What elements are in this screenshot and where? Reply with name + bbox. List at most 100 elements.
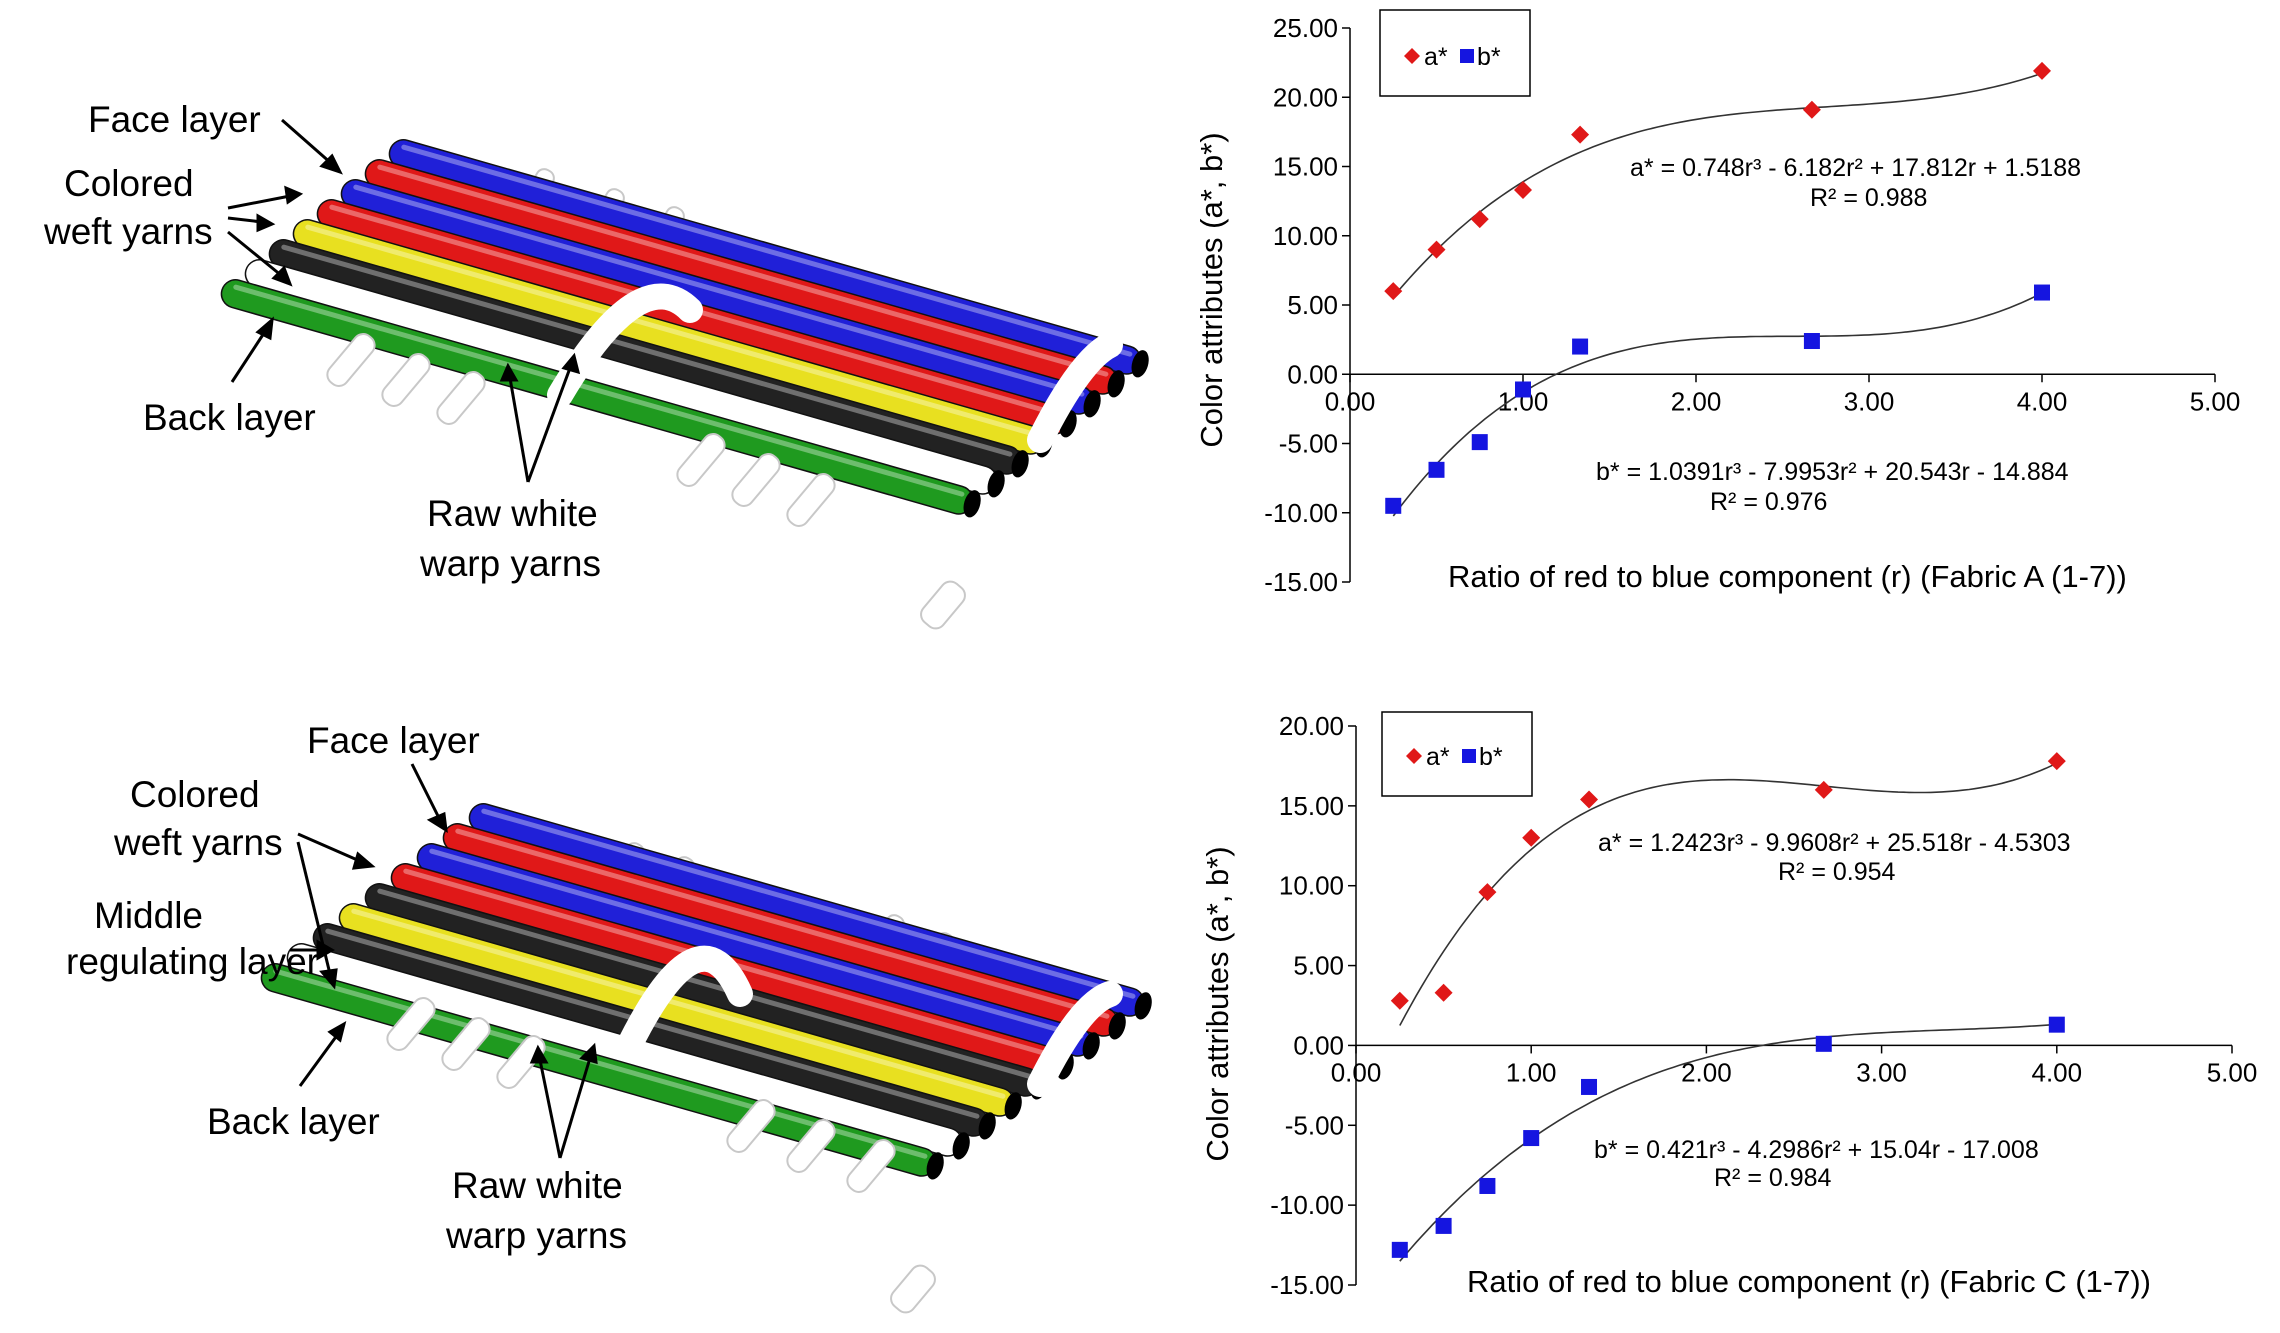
data-point-a [1571,125,1590,144]
legend-b-label: b* [1477,43,1501,71]
plot-area: 20.00 15.00 10.00 5.00 0.00 -5.00 -10.00 -15.00… [1270,711,2257,1300]
a-equation: a* = 1.2423r³ - 9.9608r² + 25.518r - 4.5… [1598,829,2071,857]
legend-a-marker [1406,748,1422,764]
pointer-arrows [290,763,598,1159]
y-axis-title-group: Color attributes (a*, b*) [1194,132,1229,447]
y-tick-label: 5.00 [1287,290,1338,320]
b-equation: b* = 1.0391r³ - 7.9953r² + 20.543r - 14.… [1596,458,2069,486]
data-point-a [1522,828,1541,847]
legend-a-marker [1404,48,1420,64]
raw-warp-label-line1: Raw white [452,1165,623,1206]
b-r-squared: R² = 0.976 [1710,488,1827,516]
data-point-a [1470,210,1489,229]
weft-yarns [220,139,1149,518]
trendline-b [1399,1023,2057,1262]
a-r-squared: R² = 0.988 [1810,184,1927,212]
colored-weft-label-line1: Colored [130,774,260,815]
weft-yarn [338,903,1022,1120]
face-layer-label: Face layer [88,99,261,140]
data-point-a [1390,991,1409,1010]
raw-warp-label-line2: warp yarns [419,543,601,584]
fabric-a-structure-diagram: Face layer Colored weft yarns Back layer… [0,0,1180,650]
warp-yarns-front [326,283,1123,630]
data-point-b [1515,381,1531,398]
back-layer-label: Back layer [207,1101,380,1142]
weft-yarns [260,803,1152,1180]
warp-yarns-front [386,945,1123,1314]
fabric-c-structure-diagram: Face layer Colored weft yarns Middle reg… [0,664,1180,1328]
data-point-b [1581,1078,1598,1095]
y-tick-label: 20.00 [1273,82,1338,112]
weft-yarn [220,279,981,518]
raw-warp-label-line2: warp yarns [445,1215,627,1256]
data-point-a [1580,790,1599,809]
a-equation: a* = 0.748r³ - 6.182r² + 17.812r + 1.518… [1630,154,2081,182]
x-tick-label: 0.00 [1325,386,1376,416]
weft-yarn [468,803,1152,1020]
data-point-b [1435,1217,1452,1234]
x-tick-label: 3.00 [1856,1057,1907,1087]
data-point-b [2048,1016,2065,1033]
fabric-c-color-chart: Color attributes (a*, b*) Ratio of red t… [1180,664,2280,1328]
raw-warp-label-line1: Raw white [427,493,598,534]
data-point-b [1572,338,1589,355]
y-tick-label: 20.00 [1279,711,1344,741]
y-tick-label: 5.00 [1293,951,1344,981]
y-tick-label: 10.00 [1273,221,1338,251]
y-axis-title: Color attributes (a*, b*) [1194,132,1229,447]
x-tick-label: 4.00 [2031,1057,2082,1087]
data-point-b [1428,461,1445,478]
face-layer-label: Face layer [307,720,480,761]
data-point-a [1434,983,1453,1002]
data-point-b [1385,497,1402,514]
data-point-a [2033,61,2051,80]
legend-a-label: a* [1426,743,1450,771]
x-tick-label: 1.00 [1506,1057,1557,1087]
b-r-squared: R² = 0.984 [1714,1164,1832,1192]
y-axis-title-group: Color attributes (a*, b*) [1200,846,1235,1161]
data-point-b [1815,1035,1832,1052]
x-tick-label: 3.00 [1844,386,1895,416]
data-point-b [1479,1177,1496,1194]
x-tick-label: 5.00 [2190,386,2241,416]
x-tick-label: 0.00 [1331,1057,1382,1087]
data-point-b [1523,1130,1540,1147]
data-point-b [1471,434,1488,451]
legend-b-label: b* [1479,743,1503,771]
y-tick-label: 15.00 [1273,152,1338,182]
x-tick-label: 4.00 [2017,386,2068,416]
y-tick-label: 15.00 [1279,791,1344,821]
y-tick-label: 0.00 [1287,359,1338,389]
weft-yarn [244,259,1005,498]
y-tick-label: -5.00 [1279,429,1338,459]
colored-weft-label-line2: weft yarns [43,211,213,252]
y-tick-label: 10.00 [1279,871,1344,901]
data-point-b [1391,1241,1408,1258]
y-tick-label: 25.00 [1273,13,1338,43]
y-tick-label: -10.00 [1264,498,1338,528]
x-tick-label: 5.00 [2207,1057,2258,1087]
y-tick-label: -10.00 [1270,1190,1344,1220]
x-axis-title: Ratio of red to blue component (r) (Fabr… [1448,559,2127,594]
y-tick-label: -5.00 [1285,1110,1344,1140]
data-point-a [1514,181,1532,200]
x-axis-title: Ratio of red to blue component (r) (Fabr… [1467,1264,2151,1299]
b-equation: b* = 0.421r³ - 4.2986r² + 15.04r - 17.00… [1594,1136,2039,1164]
colored-weft-label-line1: Colored [64,163,194,204]
x-tick-label: 2.00 [1671,386,1722,416]
colored-weft-label-line2: weft yarns [113,822,283,863]
fabric-a-color-chart: Color attributes (a*, b*) Ratio of red t… [1180,0,2280,640]
data-point-b [2034,284,2050,301]
legend: a* b* [1379,9,1531,97]
data-point-a [1814,780,1833,799]
y-tick-label: 0.00 [1293,1030,1344,1060]
y-tick-label: -15.00 [1264,567,1338,597]
legend: a* b* [1381,711,1533,797]
a-r-squared: R² = 0.954 [1778,858,1896,886]
y-tick-label: -15.00 [1270,1270,1344,1300]
data-point-b [1803,333,1820,350]
trendline-a [1399,762,2058,1026]
data-point-a [1802,100,1821,119]
legend-a-label: a* [1424,43,1448,71]
trendline-b [1392,292,2043,517]
